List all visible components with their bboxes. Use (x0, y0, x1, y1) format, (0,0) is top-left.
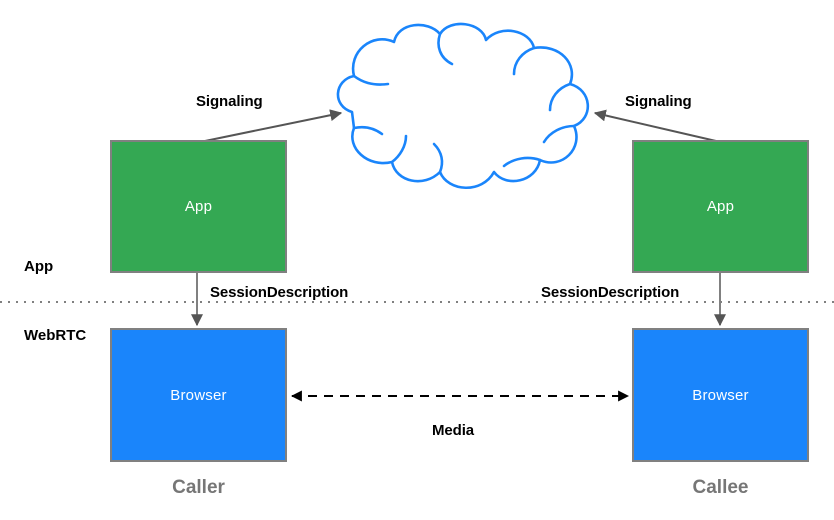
node-caller-browser[interactable]: Browser (110, 328, 287, 462)
edge-caller-signaling-line (204, 109, 343, 142)
node-caller-app-label: App (184, 198, 213, 215)
layer-label-app: App (24, 258, 54, 275)
edge-callee-signaling-line (593, 109, 717, 142)
edge-label-media: Media (432, 422, 475, 439)
node-callee-browser[interactable]: Browser (632, 328, 809, 462)
edge-label-callee-sdp: SessionDescription (541, 284, 680, 301)
edge-label-caller-sdp: SessionDescription (210, 284, 349, 301)
signaling-cloud-icon (336, 22, 590, 189)
edge-label-caller-signaling: Signaling (196, 93, 263, 110)
edge-label-callee-signaling: Signaling (625, 93, 692, 110)
node-callee-app[interactable]: App (632, 140, 809, 273)
node-caller-browser-label: Browser (170, 386, 227, 404)
layer-label-webrtc: WebRTC (24, 327, 87, 344)
node-callee-app-label: App (706, 198, 735, 215)
node-callee-browser-label: Browser (692, 386, 749, 404)
node-caller-app[interactable]: App (110, 140, 287, 273)
role-label-callee: Callee (692, 477, 749, 498)
role-label-caller: Caller (172, 477, 225, 498)
